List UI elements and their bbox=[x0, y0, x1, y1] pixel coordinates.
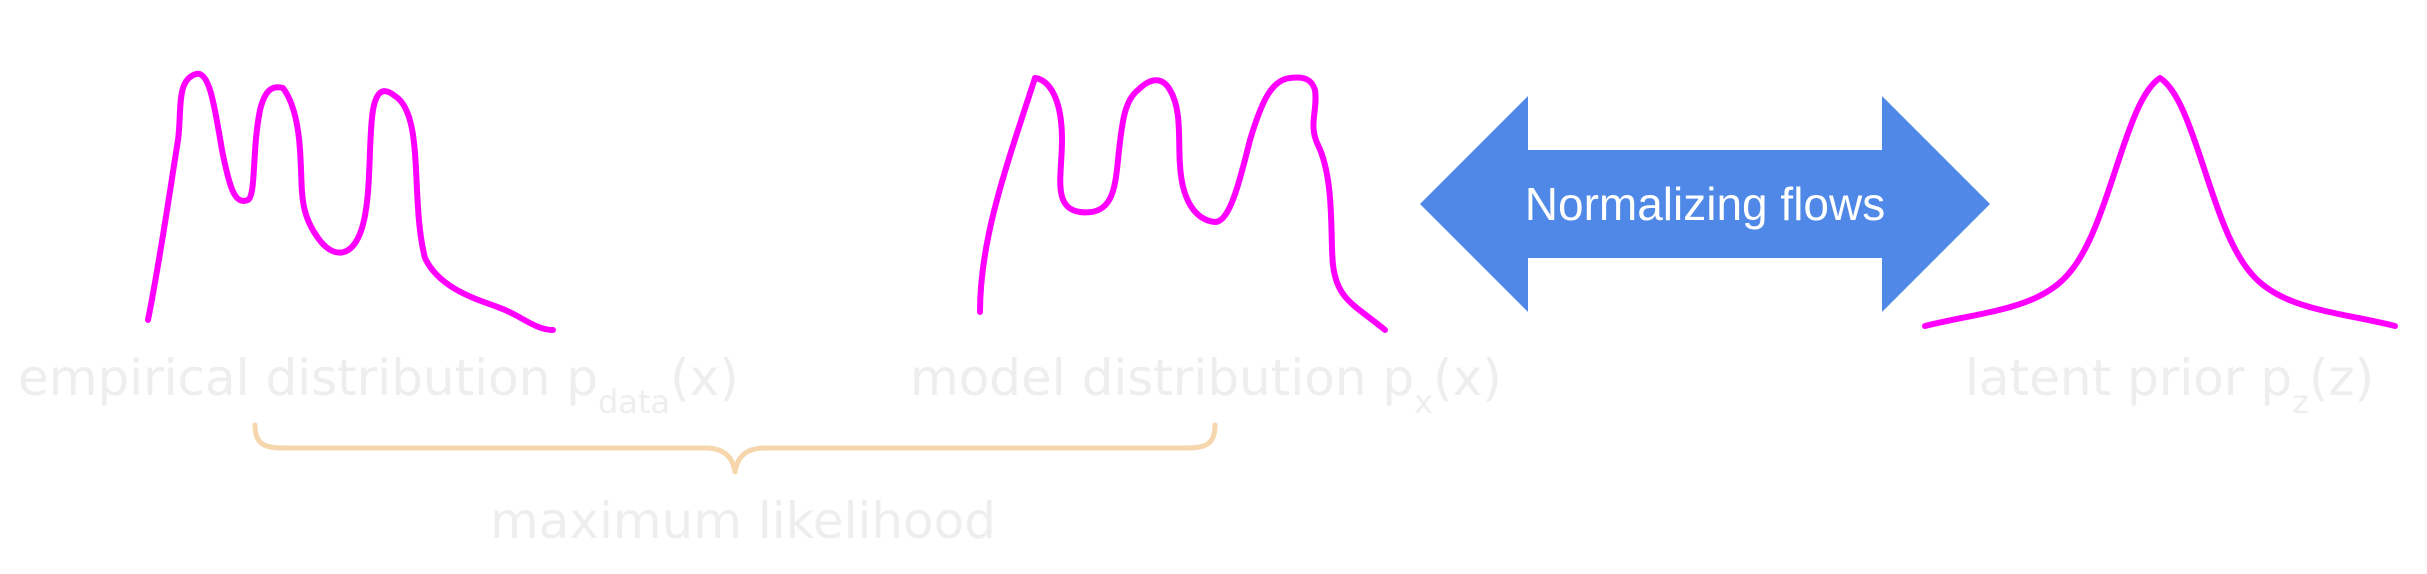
empirical-distribution-label: empirical distribution pdata(x) bbox=[18, 349, 739, 421]
maximum-likelihood-brace bbox=[252, 422, 1218, 475]
maximum-likelihood-label: maximum likelihood bbox=[490, 492, 996, 550]
normalizing-flows-arrow: Normalizing flows bbox=[1420, 96, 1990, 312]
empirical-distribution-curve bbox=[145, 70, 556, 333]
latent-prior-curve bbox=[1922, 75, 2398, 329]
model-distribution-curve bbox=[977, 74, 1388, 333]
latent-prior-label: latent prior pz(z) bbox=[1965, 349, 2374, 421]
double-arrow-icon bbox=[1420, 96, 1990, 312]
arrow-label: Normalizing flows bbox=[1525, 178, 1885, 230]
model-distribution-label: model distribution px(x) bbox=[910, 349, 1502, 421]
